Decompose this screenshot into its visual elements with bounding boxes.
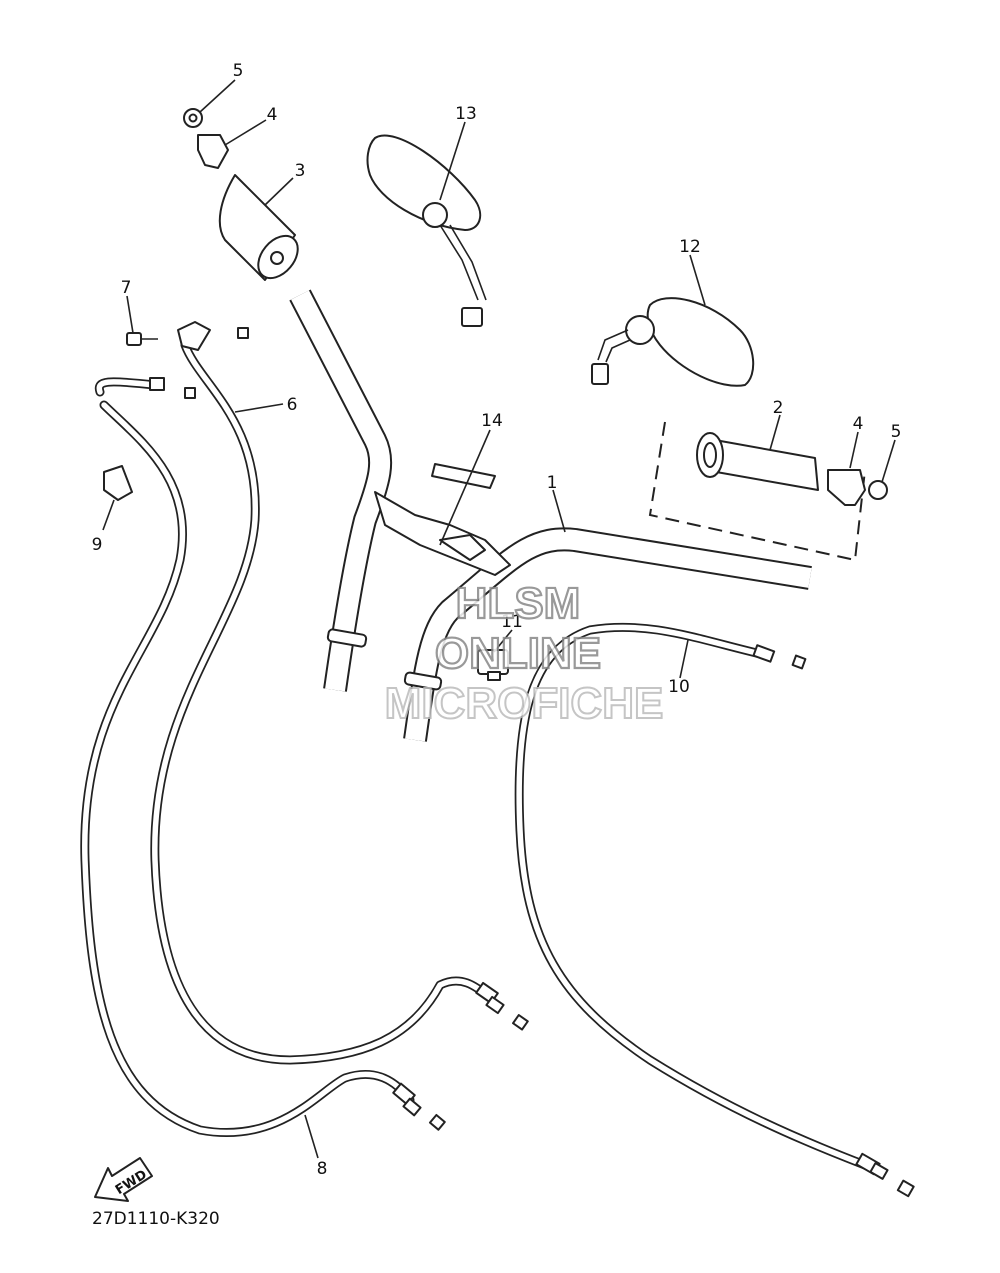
- switch-11: [477, 649, 509, 681]
- callout-10: 10: [668, 677, 690, 697]
- clamp-9: [103, 465, 133, 501]
- mirror-12: [591, 297, 755, 387]
- callout-12: 12: [679, 237, 701, 257]
- watermark-line-3: MICROFICHE: [385, 679, 664, 728]
- callout-1: 1: [547, 473, 558, 493]
- handlebar-bracket: [374, 491, 511, 576]
- cable-6-end-fitting: [475, 981, 529, 1031]
- grip-left: [218, 174, 299, 281]
- grip-reference-outline: [648, 421, 866, 562]
- handlebar: [289, 289, 812, 742]
- grip-right: [696, 432, 819, 491]
- callout-13: 13: [455, 104, 477, 124]
- mirror-13: [366, 134, 487, 327]
- nut-left: [183, 108, 203, 128]
- callout-2: 2: [773, 398, 784, 418]
- callout-8: 8: [317, 1159, 328, 1179]
- callout-4-left: 4: [267, 105, 278, 125]
- callout-5-right: 5: [891, 422, 902, 442]
- bar-end-weight-right: [827, 469, 866, 506]
- watermark: HLSM ONLINE MICROFICHE: [384, 578, 665, 729]
- callout-5-left: 5: [233, 61, 244, 81]
- cable-6: [150, 340, 495, 1065]
- fwd-arrow-icon: FWD: [94, 1157, 153, 1202]
- cable-10-top-fitting: [752, 644, 807, 670]
- leader-lines: [102, 79, 896, 1159]
- bar-end-weight-left: [197, 134, 229, 169]
- watermark-line-2: ONLINE: [435, 629, 601, 678]
- label-plate: [431, 463, 496, 489]
- cable-8-end-fitting: [392, 1082, 446, 1131]
- callout-14: 14: [481, 411, 503, 431]
- callout-11: 11: [501, 612, 523, 632]
- callout-7: 7: [121, 278, 132, 298]
- diagram-code: 27D1110-K320: [92, 1209, 220, 1229]
- callout-4-right: 4: [853, 414, 864, 434]
- watermark-line-1: HLSM: [456, 579, 581, 628]
- callout-9: 9: [92, 535, 103, 555]
- bolt-7: [126, 332, 158, 346]
- callout-3: 3: [295, 161, 306, 181]
- cable-top-fitting-left: [149, 321, 249, 399]
- callout-6: 6: [287, 395, 298, 415]
- cable-8: [80, 377, 415, 1137]
- nut-right: [868, 480, 888, 500]
- cable-10: [514, 622, 870, 1170]
- cable-10-end-fitting: [855, 1152, 915, 1198]
